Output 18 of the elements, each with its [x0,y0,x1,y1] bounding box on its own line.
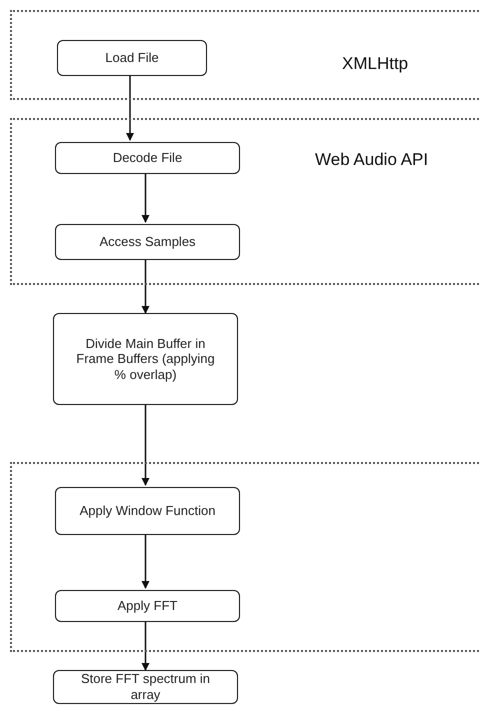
dotted-group-band [10,118,481,285]
process-box: Apply Window Function [55,487,240,535]
arrow [142,172,150,223]
group-label: XMLHttp [342,54,408,74]
process-box: Divide Main Buffer in Frame Buffers (applying % overlap) [53,313,238,405]
process-box: Apply FFT [55,590,240,622]
arrow [142,258,150,314]
process-box: Access Samples [55,224,240,260]
process-box: Load File [57,40,207,76]
dotted-group-band [10,462,481,652]
arrow [142,405,150,486]
arrow [142,620,150,671]
group-label: Web Audio API [315,150,428,170]
arrow [142,533,150,589]
process-box: Decode File [55,142,240,174]
arrow [126,74,134,141]
process-box: Store FFT spectrum in array [53,670,238,704]
dotted-group-band [10,10,481,100]
